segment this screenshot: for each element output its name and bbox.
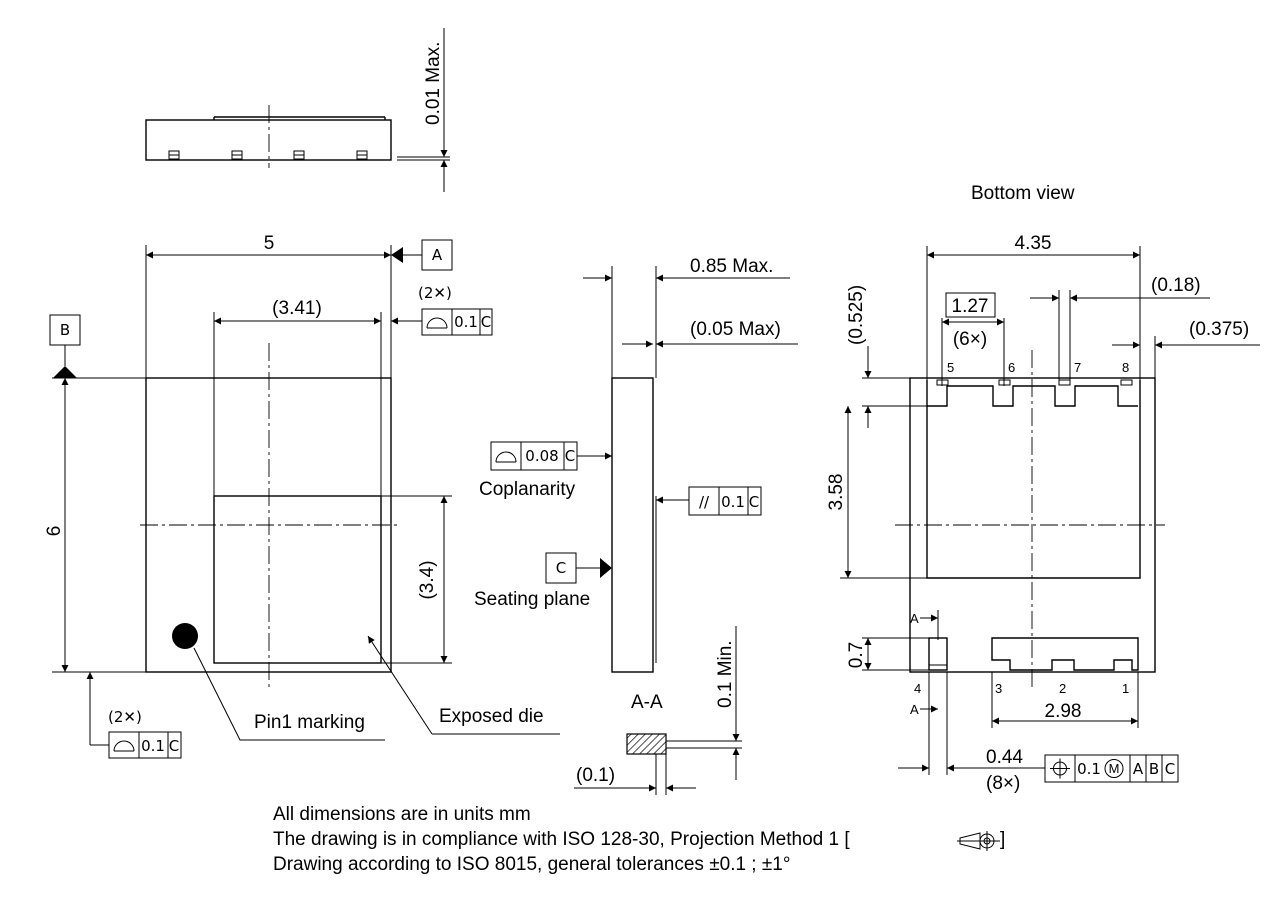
note-units: All dimensions are in units mm — [273, 804, 531, 825]
pin1-leader — [193, 647, 385, 741]
parallel-icon: // — [699, 493, 710, 511]
count-2x-top: (2✕) — [418, 284, 452, 302]
svg-text:0.08: 0.08 — [525, 447, 558, 465]
pin1-marking-dot — [172, 623, 198, 649]
front-view: 5 A (3.41) (2✕) 0.1 C 6 B — [44, 233, 560, 759]
lead-height-label: 0.7 — [846, 642, 867, 668]
profile-surface-icon — [426, 317, 448, 329]
top-height-max-label: 0.01 Max. — [423, 42, 444, 125]
datum-a-triangle — [391, 247, 403, 263]
section-title: A-A — [631, 692, 663, 713]
lead-width-label: 0.44 — [986, 747, 1023, 768]
note-bracket-close: ] — [1000, 829, 1005, 850]
datum-c-triangle — [600, 558, 612, 578]
count-2x-bottom: (2✕) — [108, 708, 142, 726]
die-width-label: (3.41) — [272, 298, 322, 319]
section-hatched-lead — [626, 733, 667, 755]
svg-text:0.1: 0.1 — [141, 737, 165, 755]
thermal-pad — [926, 380, 1141, 579]
datum-c-label: C — [556, 559, 566, 577]
svg-text:2: 2 — [1059, 681, 1066, 696]
svg-text:A: A — [1133, 760, 1144, 778]
note-iso-128: The drawing is in compliance with ISO 12… — [273, 829, 850, 850]
die-height-label: (3.4) — [417, 560, 438, 599]
svg-text:5: 5 — [947, 360, 954, 375]
pitch-label: 1.27 — [952, 296, 989, 317]
parallelism-frame: // 0.1 C — [688, 486, 762, 516]
pitch-basic-box — [945, 292, 996, 318]
edge-offset-label: (0.375) — [1189, 319, 1249, 340]
svg-text:0.1: 0.1 — [1077, 760, 1101, 778]
thermal-pad-notches — [927, 385, 1138, 407]
datum-a-label: A — [432, 246, 443, 264]
svg-text:7: 7 — [1074, 360, 1081, 375]
thickness-max-label: 0.85 Max. — [690, 256, 773, 277]
svg-text:C: C — [169, 737, 179, 755]
lead-count-label: (8×) — [986, 773, 1020, 794]
seating-plane-label: Seating plane — [474, 589, 590, 610]
bottom-width-label: 4.35 — [1015, 233, 1052, 254]
svg-text:8: 8 — [1122, 360, 1129, 375]
svg-text:0.1: 0.1 — [721, 493, 745, 511]
section-marker-a-top: A — [910, 611, 919, 626]
notes: All dimensions are in units mm The drawi… — [273, 804, 1005, 875]
svg-text:4: 4 — [914, 681, 921, 696]
profile-surface-icon — [495, 451, 517, 463]
section-marker-a-bottom: A — [910, 702, 919, 717]
max-material-icon — [1104, 759, 1124, 778]
pins-1-3-pad — [991, 637, 1139, 671]
projection-method-icon — [957, 831, 1000, 851]
exposed-die-leader — [367, 635, 433, 735]
pitch-count-label: (6×) — [953, 329, 987, 350]
note-iso-8015: Drawing according to ISO 8015, general t… — [273, 854, 790, 875]
pad-gap-label: (0.18) — [1151, 275, 1201, 296]
standoff-max-label: (0.05 Max) — [690, 319, 781, 340]
exposed-die — [213, 495, 382, 664]
svg-text:C: C — [481, 313, 491, 331]
position-icon — [1050, 758, 1070, 779]
profile-surface-icon — [113, 740, 135, 752]
top-offset-label: (0.525) — [846, 285, 867, 345]
bottom-view: Bottom view 5 6 7 8 4 3 2 1 4.35 1.27 (6… — [826, 183, 1260, 794]
width-label: 5 — [264, 233, 275, 254]
pin1-marking-label: Pin1 marking — [254, 712, 365, 733]
datum-b-triangle — [53, 366, 77, 378]
position-tolerance-frame: 0.1 M A B C — [1044, 754, 1179, 783]
svg-text:3: 3 — [995, 681, 1002, 696]
pad-height-label: 3.58 — [826, 474, 847, 511]
lead-pad-top — [1120, 379, 1133, 386]
height-label: 6 — [44, 526, 65, 537]
profile-tolerance-frame-bottom: 0.1 C — [108, 731, 182, 759]
svg-text:C: C — [1165, 760, 1175, 778]
lead-pad-top — [1058, 379, 1071, 386]
top-view-body — [145, 119, 392, 161]
section-width-label: (0.1) — [576, 765, 615, 786]
section-a-a: A-A 0.1 Min. (0.1) — [574, 626, 742, 795]
svg-text:C: C — [565, 447, 575, 465]
svg-text:6: 6 — [1008, 360, 1015, 375]
lead-span-label: 2.98 — [1045, 701, 1082, 722]
svg-text:M: M — [1109, 761, 1120, 776]
coplanarity-frame: 0.08 C — [490, 441, 578, 471]
top-view: 0.01 Max. — [145, 28, 450, 192]
datum-a-box — [421, 239, 453, 271]
profile-tolerance-frame-top: 0.1 C — [421, 308, 493, 336]
svg-text:1: 1 — [1122, 681, 1129, 696]
side-view-body — [611, 377, 654, 673]
svg-text:B: B — [1149, 760, 1159, 778]
side-view: 0.85 Max. (0.05 Max) 0.08 C Coplanarity … — [474, 256, 798, 673]
svg-text:0.1: 0.1 — [454, 313, 478, 331]
coplanarity-label: Coplanarity — [479, 479, 576, 500]
datum-b-label: B — [60, 321, 70, 339]
svg-text:C: C — [749, 493, 759, 511]
bottom-view-title: Bottom view — [971, 183, 1075, 204]
exposed-die-label: Exposed die — [439, 706, 544, 727]
datum-b-box — [49, 314, 81, 346]
section-min-height-label: 0.1 Min. — [715, 640, 736, 708]
